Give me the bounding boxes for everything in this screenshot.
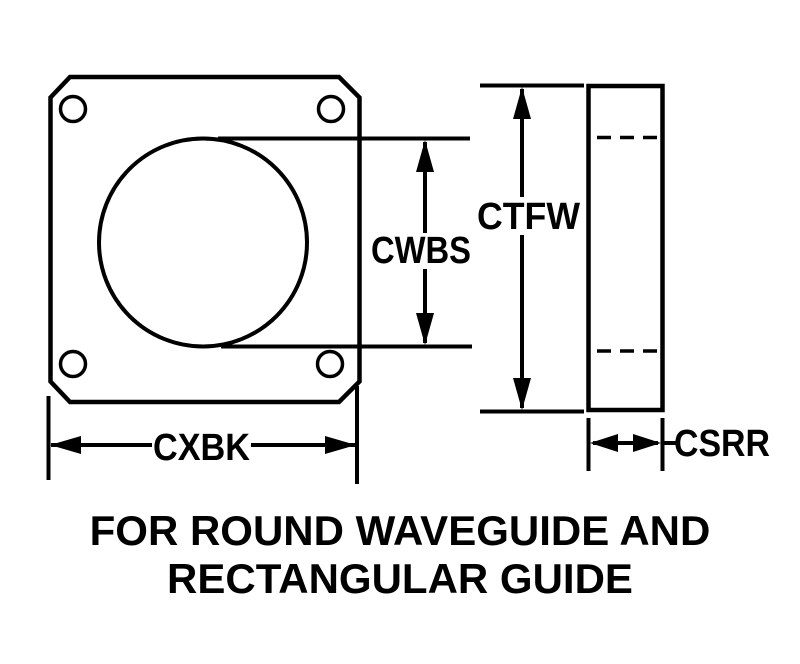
flange-side-view <box>586 83 665 413</box>
cwbs-arrowhead-up-icon <box>416 140 434 172</box>
waveguide-bore-circle <box>97 136 309 349</box>
dimension-csrr: CSRR <box>586 418 770 471</box>
flange-outline-octagon <box>48 74 362 405</box>
cxbk-arrowhead-right-icon <box>325 436 356 454</box>
cwbs-arrowhead-down-icon <box>416 313 434 345</box>
cxbk-label: CXBK <box>153 427 250 469</box>
side-view-rectangle <box>586 83 665 413</box>
csrr-label: CSRR <box>674 423 770 465</box>
cwbs-label: CWBS <box>371 230 471 272</box>
dimension-cwbs: CWBS <box>218 136 472 349</box>
dimension-ctfw: CTFW <box>477 83 584 414</box>
csrr-arrowhead-left-icon <box>590 434 618 452</box>
bolt-hole-bottom-right <box>315 349 345 379</box>
bolt-hole-bottom-left <box>58 349 88 379</box>
flange-front-view <box>48 74 362 405</box>
cxbk-arrowhead-left-icon <box>50 436 81 454</box>
ctfw-arrowhead-up-icon <box>513 87 531 119</box>
bolt-hole-top-right <box>316 94 346 124</box>
caption-line-2: RECTANGULAR GUIDE <box>167 555 633 602</box>
dimension-cxbk: CXBK <box>46 386 359 484</box>
caption-line-1: FOR ROUND WAVEGUIDE AND <box>90 507 711 554</box>
ctfw-arrowhead-down-icon <box>513 378 531 410</box>
ctfw-label: CTFW <box>477 196 580 238</box>
csrr-arrowhead-right-icon <box>633 434 661 452</box>
bolt-hole-top-left <box>58 94 88 124</box>
figure-caption: FOR ROUND WAVEGUIDE AND RECTANGULAR GUID… <box>90 507 711 602</box>
